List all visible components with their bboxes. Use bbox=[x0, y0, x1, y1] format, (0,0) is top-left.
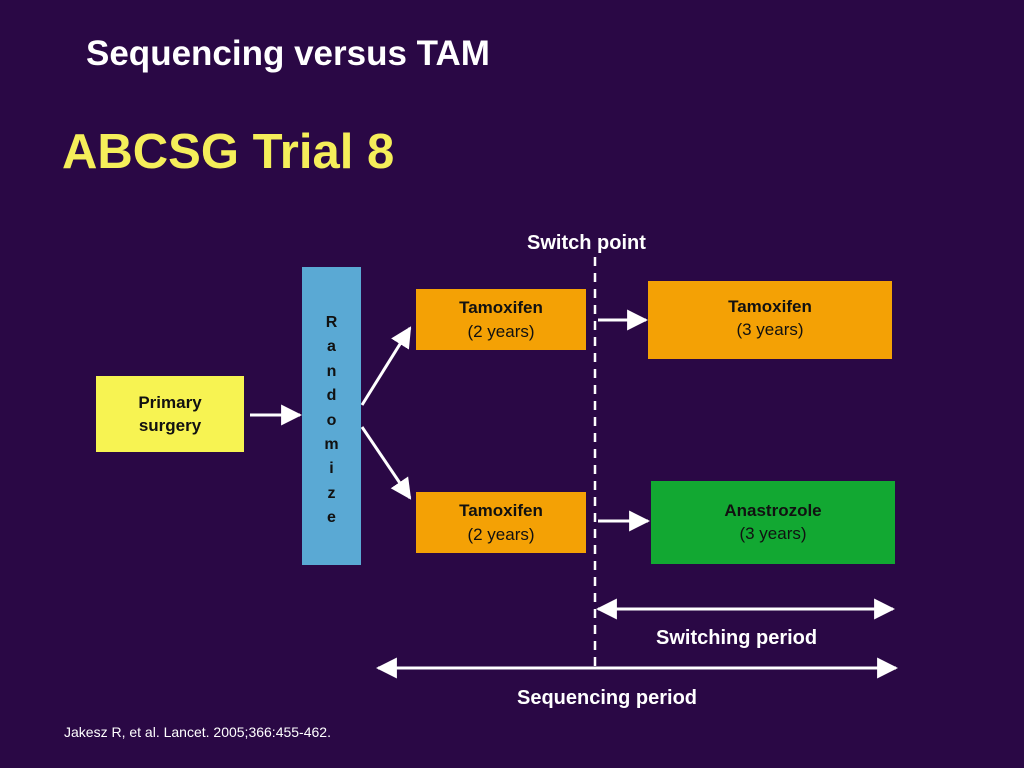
slide-title: Sequencing versus TAM bbox=[86, 34, 490, 73]
randomize-letter: o bbox=[326, 411, 337, 429]
randomize-letter: n bbox=[326, 362, 337, 380]
citation: Jakesz R, et al. Lancet. 2005;366:455-46… bbox=[64, 724, 331, 740]
switching-period-label: Switching period bbox=[656, 627, 818, 649]
arm1-after-drug: Tamoxifen bbox=[728, 297, 812, 316]
arrow-to-arm2 bbox=[360, 426, 412, 500]
arm1-after-duration: (3 years) bbox=[736, 320, 804, 340]
slide-subtitle: ABCSG Trial 8 bbox=[62, 125, 395, 179]
sequencing-period-label: Sequencing period bbox=[517, 687, 698, 709]
arrow-to-arm1 bbox=[360, 326, 412, 406]
randomize-letter: z bbox=[327, 484, 336, 502]
randomize-letter: m bbox=[324, 436, 339, 454]
arm2-after-drug: Anastrozole bbox=[724, 501, 822, 520]
randomize-letter: d bbox=[326, 387, 337, 405]
primary-surgery-line1: Primary bbox=[138, 392, 202, 412]
arm2-after-duration: (3 years) bbox=[739, 524, 807, 544]
randomize-letter: i bbox=[329, 460, 334, 478]
randomize-letter: e bbox=[327, 509, 336, 527]
arm2-initial-duration: (2 years) bbox=[467, 524, 535, 544]
arm1-tamoxifen-3y-box: Tamoxifen (3 years) bbox=[648, 281, 892, 359]
arm2-tamoxifen-2y-box: Tamoxifen (2 years) bbox=[416, 492, 586, 553]
arm1-initial-drug: Tamoxifen bbox=[459, 298, 543, 318]
arm1-tamoxifen-2y-box: Tamoxifen (2 years) bbox=[416, 289, 586, 350]
arm2-anastrozole-box: Anastrozole (3 years) bbox=[651, 481, 895, 564]
primary-surgery-line2: surgery bbox=[138, 416, 202, 435]
randomize-letter: R bbox=[325, 314, 338, 331]
primary-surgery-box: Primary surgery bbox=[96, 376, 244, 452]
randomize-letter: a bbox=[327, 338, 336, 356]
randomize-box: R a n d o m i z e bbox=[302, 267, 361, 565]
arm1-initial-duration: (2 years) bbox=[467, 321, 535, 341]
arm2-initial-drug: Tamoxifen bbox=[459, 501, 543, 521]
switch-point-label: Switch point bbox=[527, 232, 646, 254]
